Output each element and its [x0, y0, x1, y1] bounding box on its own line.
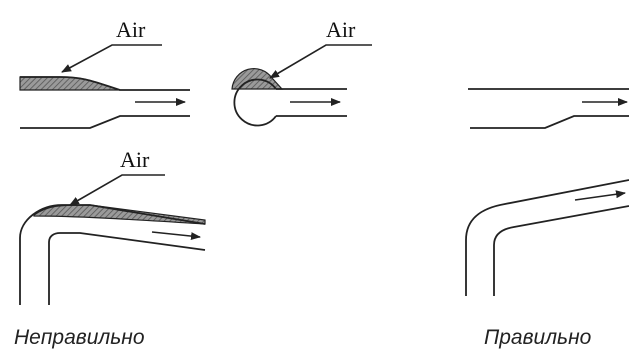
caption-correct: Правильно [484, 326, 592, 349]
air-label-2: Air [326, 17, 356, 42]
bend-inner-wall [48, 232, 206, 305]
air-label-3: Air [120, 147, 150, 172]
pipe-bottom-wall [20, 115, 190, 129]
bulb-wall [233, 78, 277, 127]
bend-inner-wall [493, 205, 629, 296]
air-leader-3 [69, 174, 165, 206]
air-leader-1 [61, 44, 162, 73]
correct-straight-pipe [468, 88, 629, 129]
air-label-1: Air [116, 17, 146, 42]
air-pocket-straight [19, 76, 121, 91]
bend-outer-wall [465, 179, 629, 296]
air-pocket-bend [33, 204, 206, 225]
caption-incorrect: Неправильно [14, 326, 145, 349]
bend-outer-wall [19, 204, 206, 305]
pipe-top-wall [20, 76, 190, 91]
correct-bend-pipe [465, 179, 629, 296]
flow-arrow [574, 190, 626, 201]
incorrect-bulb-pipe: Air [231, 17, 372, 127]
incorrect-bend-pipe: Air [19, 147, 206, 305]
incorrect-straight-pipe: Air [19, 17, 190, 129]
pipe-bottom-wall [470, 115, 629, 129]
air-leader-2 [269, 44, 372, 79]
flow-arrow [151, 231, 201, 241]
